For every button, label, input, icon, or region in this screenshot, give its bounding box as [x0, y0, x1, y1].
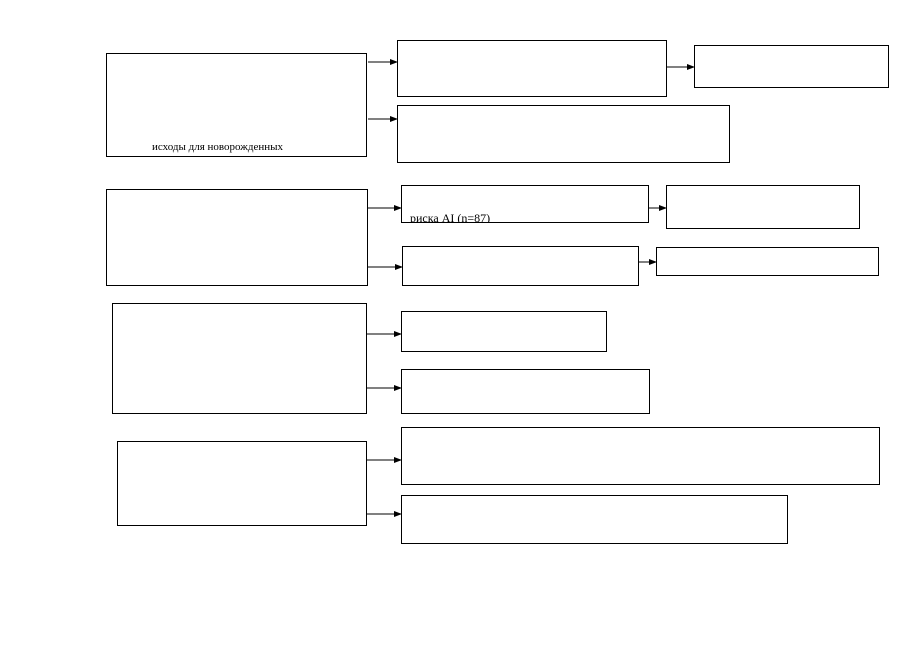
- node-a1-label: исходы для новорожденных: [152, 141, 283, 153]
- node-d1: [117, 441, 367, 526]
- node-a2: [397, 40, 667, 97]
- node-b1: [106, 189, 368, 286]
- node-b5: [656, 247, 879, 276]
- node-a4: [397, 105, 730, 163]
- node-b2: риска AI (n=87): [401, 185, 649, 223]
- node-c1: [112, 303, 367, 414]
- node-c2: [401, 311, 607, 352]
- node-d3: [401, 495, 788, 544]
- node-b4: [402, 246, 639, 286]
- node-b2-label: риска AI (n=87): [410, 211, 491, 223]
- node-b3: [666, 185, 860, 229]
- node-c3: [401, 369, 650, 414]
- node-a1: исходы для новорожденных: [106, 53, 367, 157]
- node-d2: [401, 427, 880, 485]
- node-a3: [694, 45, 889, 88]
